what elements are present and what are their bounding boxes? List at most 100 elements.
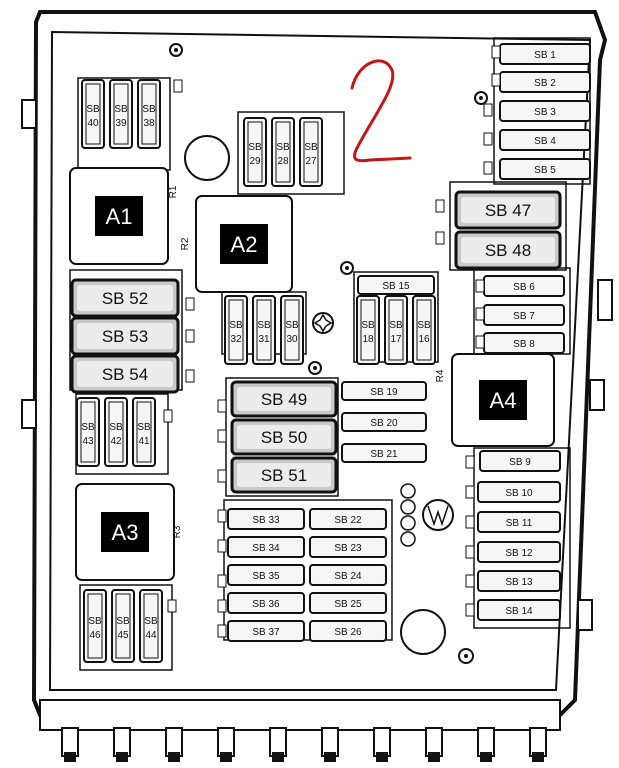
fuse-sb49[interactable]: SB 49 [230, 380, 338, 418]
fuse-label: SB 36 [252, 599, 280, 610]
fuse-sb6[interactable]: SB 6 [483, 275, 565, 297]
connector-pin-tip [116, 752, 128, 762]
connector-pin [321, 727, 339, 757]
connector-pin [269, 727, 287, 757]
torx-icon [312, 312, 334, 334]
slot-code-tab [483, 161, 493, 175]
fuse-label-number: 16 [418, 334, 430, 345]
fuse-sb33[interactable]: SB 33 [227, 508, 305, 530]
slot-code-tab [465, 515, 475, 529]
fuse-label: SB 35 [252, 571, 280, 582]
fuse-label: SB 10 [505, 488, 533, 499]
connector-pin [217, 727, 235, 757]
fuse-sb14[interactable]: SB 14 [477, 599, 561, 621]
fuse-sb48[interactable]: SB 48 [454, 230, 562, 270]
fuse-sb37[interactable]: SB 37 [227, 620, 305, 642]
fuse-sb35[interactable]: SB 35 [227, 564, 305, 586]
fuse-body [356, 295, 380, 365]
fuse-window [284, 299, 300, 361]
fuse-label-prefix: SB [86, 104, 100, 115]
fuse-window [85, 83, 101, 145]
fuse-sb22[interactable]: SB 22 [309, 508, 387, 530]
fuse-sb5[interactable]: SB 5 [499, 158, 591, 180]
fuse-sb23[interactable]: SB 23 [309, 536, 387, 558]
fuse-sb34[interactable]: SB 34 [227, 536, 305, 558]
fuse-body [76, 397, 100, 467]
fuse-sb4[interactable]: SB 4 [499, 129, 591, 151]
fuse-label: SB 47 [485, 201, 531, 220]
fuse-sb15[interactable]: SB 15 [357, 275, 435, 295]
fuse-window [113, 83, 129, 145]
fuse-sb8[interactable]: SB 8 [483, 332, 565, 354]
mount-hole [184, 135, 230, 181]
fuse-label-prefix: SB [137, 422, 151, 433]
fuse-label: SB 25 [334, 599, 362, 610]
relay-code: R3 [172, 525, 183, 538]
fuse-sb12[interactable]: SB 12 [477, 541, 561, 563]
fuse-sb13[interactable]: SB 13 [477, 570, 561, 592]
screw-icon [308, 361, 322, 375]
connector-pin [373, 727, 391, 757]
fuse-sb26[interactable]: SB 26 [309, 620, 387, 642]
connector-pin-tip [168, 752, 180, 762]
fuse-sb11[interactable]: SB 11 [477, 511, 561, 533]
fuse-sb10[interactable]: SB 10 [477, 481, 561, 503]
fuse-sb2[interactable]: SB 2 [499, 71, 591, 93]
fuse-sb54[interactable]: SB 54 [70, 354, 180, 394]
fuse-window [77, 361, 173, 387]
fuse-sb9[interactable]: SB 9 [479, 450, 561, 472]
fuse-sb51[interactable]: SB 51 [230, 456, 338, 494]
fuse-sb52[interactable]: SB 52 [70, 278, 180, 318]
fuse-body [299, 117, 323, 187]
fuse-sb3[interactable]: SB 3 [499, 100, 591, 122]
fuse-body [341, 443, 427, 463]
fuse-label: SB 11 [506, 518, 533, 529]
fuse-sb7[interactable]: SB 7 [483, 304, 565, 326]
fuse-sb24[interactable]: SB 24 [309, 564, 387, 586]
fuse-sb21[interactable]: SB 21 [341, 443, 427, 463]
fuse-body [309, 564, 387, 586]
fuse-sb53[interactable]: SB 53 [70, 316, 180, 356]
fuse-holder-frame [449, 181, 567, 271]
fuse-sb50[interactable]: SB 50 [230, 418, 338, 456]
fuse-sb25[interactable]: SB 25 [309, 592, 387, 614]
fuse-label: SB 14 [505, 606, 533, 617]
side-tab [21, 399, 37, 429]
fuse-label: SB 13 [505, 577, 533, 588]
fuse-sb19[interactable]: SB 19 [341, 381, 427, 401]
connector-pin [61, 727, 79, 757]
fuse-sb47[interactable]: SB 47 [454, 190, 562, 230]
fuse-sb20[interactable]: SB 20 [341, 412, 427, 432]
fuse-window [275, 121, 291, 183]
fuse-body [309, 508, 387, 530]
slot-code-tab [491, 45, 501, 59]
connector-pin [113, 727, 131, 757]
fuse-sb1[interactable]: SB 1 [499, 43, 591, 65]
relay-code: R4 [435, 369, 446, 382]
fuse-sb36[interactable]: SB 36 [227, 592, 305, 614]
